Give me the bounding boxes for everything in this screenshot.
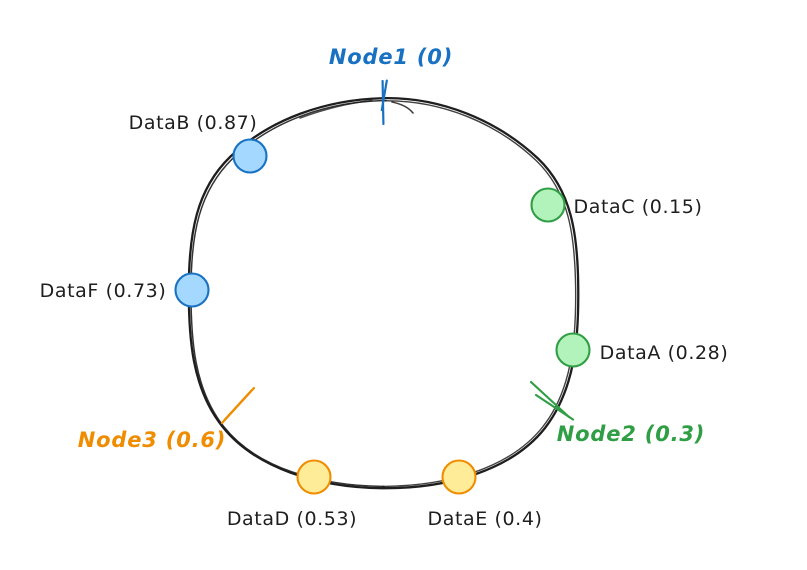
ring-circle (187, 97, 580, 490)
label-dataE: DataE (0.4) (427, 508, 543, 530)
data-node-dataC[interactable] (530, 187, 566, 223)
label-node2: Node2 (0.3) (556, 422, 706, 446)
data-node-dataE[interactable] (441, 459, 477, 495)
label-dataA: DataA (0.28) (599, 342, 729, 364)
label-dataB: DataB (0.87) (128, 112, 258, 134)
label-node3: Node3 (0.6) (77, 428, 227, 452)
node2-tick-icon (529, 380, 575, 421)
ring-stroke-pass-3 (382, 100, 577, 488)
label-dataD: DataD (0.53) (226, 508, 358, 530)
data-node-dataB[interactable] (232, 138, 268, 174)
label-node1: Node1 (0) (328, 45, 454, 69)
ring-stroke-pass-1 (187, 97, 580, 490)
data-node-dataA[interactable] (555, 332, 591, 368)
data-node-dataF[interactable] (174, 272, 210, 308)
node3-tick-icon (220, 386, 256, 425)
data-node-dataD[interactable] (296, 459, 332, 495)
ring-overshoot-left (299, 99, 373, 119)
label-dataC: DataC (0.15) (573, 196, 703, 218)
ring-overshoot-right (391, 101, 414, 114)
label-dataF: DataF (0.73) (39, 280, 167, 302)
node1-tick-icon (380, 79, 388, 126)
